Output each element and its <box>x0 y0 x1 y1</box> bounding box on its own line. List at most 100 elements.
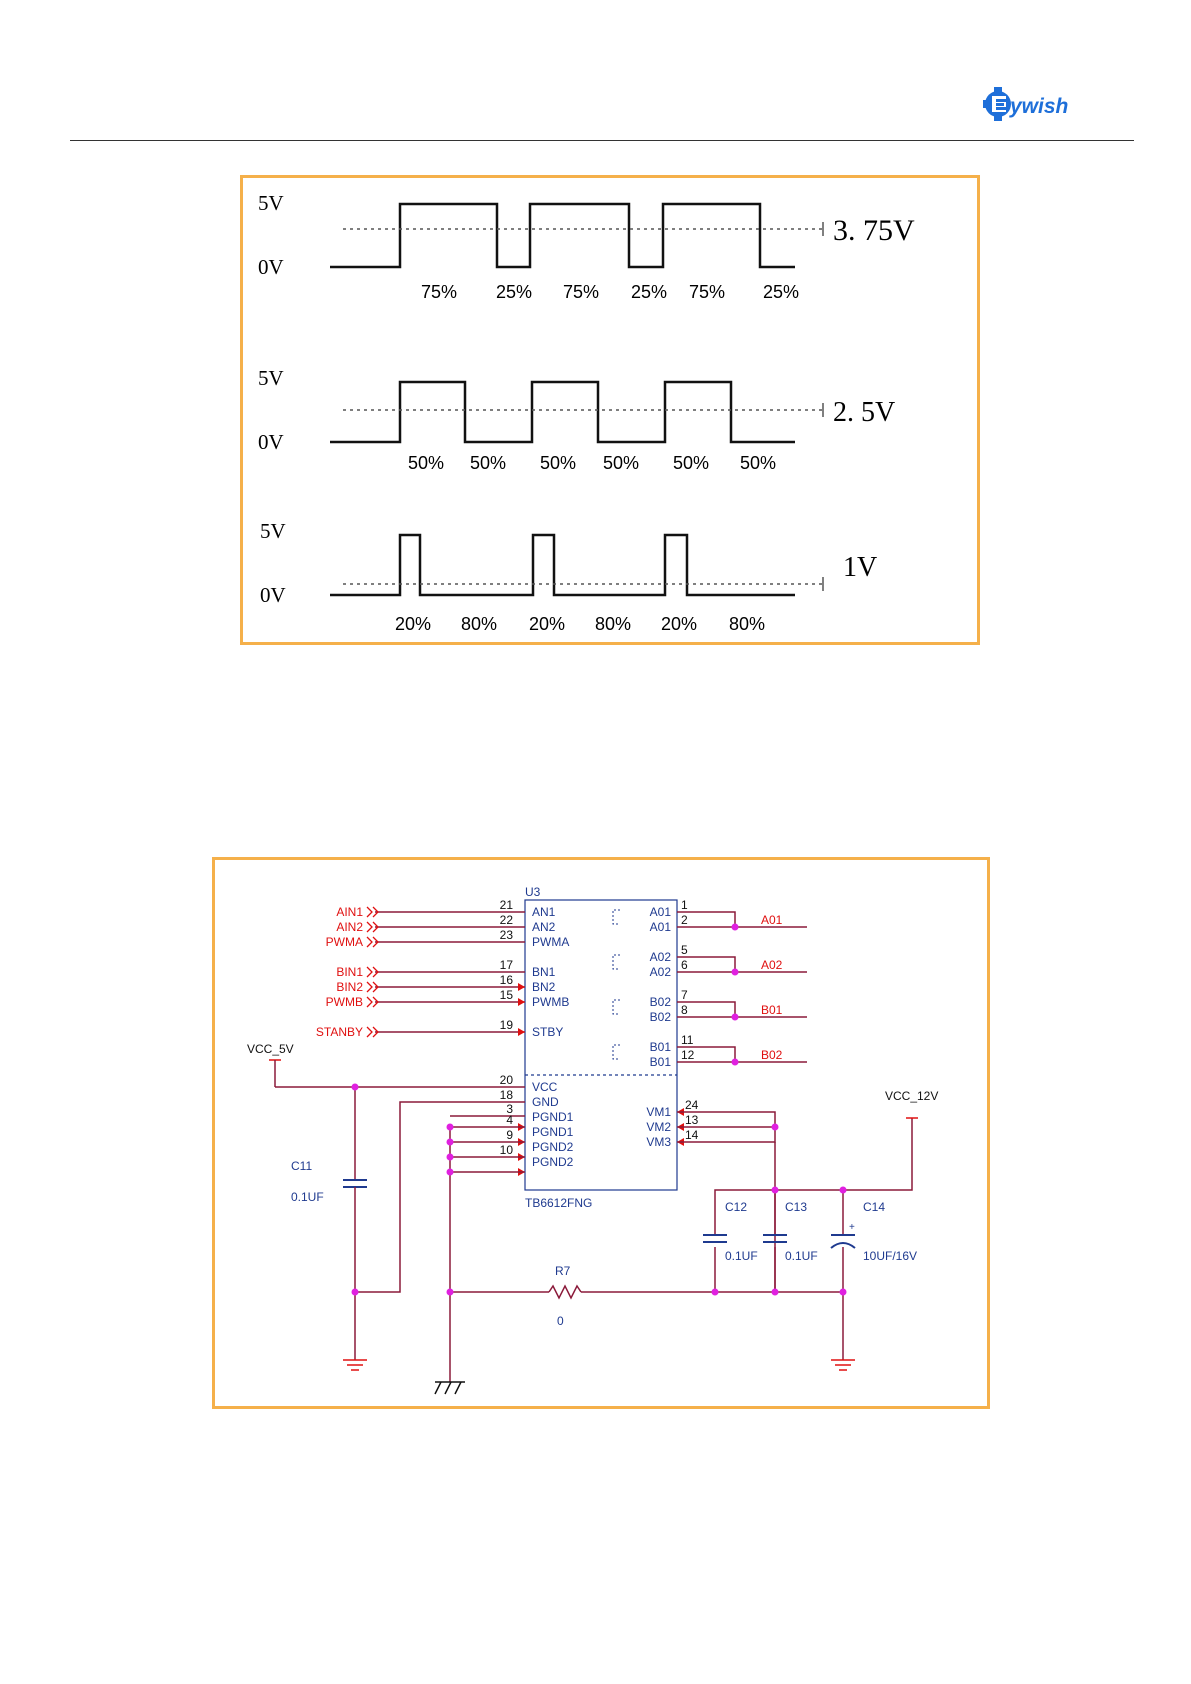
duty-label: 80% <box>729 614 765 634</box>
high-level-label: 5V <box>260 519 286 543</box>
ground-symbol-right <box>831 1359 855 1371</box>
c13-ref: C13 <box>785 1200 807 1214</box>
chassis-ground-symbol <box>434 1381 465 1395</box>
vm-supply-pins <box>677 1111 913 1360</box>
vcc12-label: VCC_12V <box>885 1089 938 1103</box>
r7-ref: R7 <box>555 1264 571 1278</box>
duty-label: 50% <box>540 453 576 473</box>
pin-name: A01 <box>650 920 672 934</box>
duty-label: 75% <box>689 282 725 302</box>
pin-name: AN1 <box>532 905 556 919</box>
pin-number: 3 <box>506 1102 513 1116</box>
pin-name: AN2 <box>532 920 556 934</box>
vcc5-supply: VCC_5V <box>247 1042 294 1087</box>
pin-number: 14 <box>685 1128 699 1142</box>
duty-label: 80% <box>595 614 631 634</box>
vcc12-supply: VCC_12V <box>885 1089 938 1119</box>
net-label: BIN1 <box>336 965 363 979</box>
pin-number: 4 <box>506 1113 513 1127</box>
pin-name: PWMB <box>532 995 569 1009</box>
pin-number: 6 <box>681 958 688 972</box>
c11-ref: C11 <box>291 1159 312 1173</box>
logo-text: ywish <box>1009 95 1068 118</box>
pin-name: A02 <box>650 965 672 979</box>
duty-label: 50% <box>408 453 444 473</box>
left-power-pins <box>275 1086 525 1382</box>
c11-value: 0.1UF <box>291 1190 324 1204</box>
pin-number: 12 <box>681 1048 695 1062</box>
c12-ref: C12 <box>725 1200 747 1214</box>
pin-number: 5 <box>681 943 688 957</box>
low-level-label: 0V <box>258 430 284 454</box>
pin-name: A01 <box>650 905 672 919</box>
net-label: PWMA <box>326 935 363 949</box>
c13-value: 0.1UF <box>785 1249 818 1263</box>
left-pin-names: AN1 AN2 PWMA BN1 BN2 PWMB STBY <box>532 905 569 1039</box>
internal-link-brackets <box>612 909 620 1060</box>
pwm-row-50: 5V 0V 2. 5V 50% 50% 50% 50% 50% 50% <box>258 366 895 473</box>
c14-ref: C14 <box>863 1200 885 1214</box>
duty-label: 25% <box>631 282 667 302</box>
pin-number: 7 <box>681 988 688 1002</box>
pin-number: 23 <box>500 928 514 942</box>
ground-symbol-left <box>343 1359 367 1371</box>
net-label: B01 <box>761 1003 783 1017</box>
pin-name: PGND1 <box>532 1125 574 1139</box>
net-label: AIN1 <box>336 905 363 919</box>
pin-number: 10 <box>500 1143 514 1157</box>
ic-part-label: TB6612FNG <box>525 1196 592 1210</box>
waveform-75 <box>330 202 795 269</box>
capacitor-c11: C11 0.1UF <box>291 1087 367 1360</box>
pin-name: B01 <box>650 1055 672 1069</box>
left-power-pin-names: VCC GND PGND1 PGND1 PGND2 PGND2 <box>532 1080 574 1169</box>
average-voltage: 1V <box>843 552 877 583</box>
duty-label: 50% <box>673 453 709 473</box>
pin-name: VM3 <box>646 1135 671 1149</box>
tb6612-schematic-figure: U3 TB6612FNG AIN1 AIN2 PWMA <box>212 857 990 1409</box>
vcc5-label: VCC_5V <box>247 1042 294 1056</box>
duty-label: 50% <box>470 453 506 473</box>
output-net-labels: A01 A02 B01 B02 <box>761 913 783 1062</box>
net-label: STANBY <box>316 1025 363 1039</box>
left-pin-numbers: 21 22 23 17 16 15 19 <box>500 898 514 1032</box>
pin-number: 18 <box>500 1088 514 1102</box>
pin-name: BN1 <box>532 965 556 979</box>
ic-u3: U3 TB6612FNG <box>524 885 678 1210</box>
duty-label: 80% <box>461 614 497 634</box>
pin-number: 11 <box>681 1033 694 1047</box>
pin-name: PGND2 <box>532 1140 574 1154</box>
high-level-label: 5V <box>258 366 284 390</box>
pin-name: PGND1 <box>532 1110 574 1124</box>
pin-name: B01 <box>650 1040 672 1054</box>
net-label: A01 <box>761 913 783 927</box>
pin-name: PWMA <box>532 935 569 949</box>
pin-name: VM1 <box>646 1105 671 1119</box>
pin-name: VCC <box>532 1080 558 1094</box>
high-level-label: 5V <box>258 191 284 215</box>
left-input-pins <box>375 911 525 1033</box>
capacitor-c12: C12 0.1UF <box>703 1200 758 1263</box>
pin-number: 15 <box>500 988 514 1002</box>
waveform-20 <box>330 533 795 597</box>
pin-name: A02 <box>650 950 672 964</box>
svg-text:+: + <box>849 1222 855 1233</box>
right-output-pins <box>677 911 807 1063</box>
net-label: PWMB <box>326 995 363 1009</box>
right-pin-numbers: 1 2 5 6 7 8 11 12 <box>681 898 695 1062</box>
waveform-50 <box>330 380 795 444</box>
duty-label: 20% <box>661 614 697 634</box>
pin-name: BN2 <box>532 980 556 994</box>
company-logo: ywish <box>978 82 1068 126</box>
resistor-r7: R7 0 <box>450 1264 808 1328</box>
pin-name: VM2 <box>646 1120 671 1134</box>
pin-number: 21 <box>500 898 514 912</box>
net-label: BIN2 <box>336 980 363 994</box>
left-power-pin-numbers: 20 18 3 4 9 10 <box>500 1073 514 1157</box>
pin-name: STBY <box>532 1025 563 1039</box>
duty-label: 50% <box>740 453 776 473</box>
pin-number: 22 <box>500 913 514 927</box>
pin-number: 13 <box>685 1113 699 1127</box>
input-net-labels: AIN1 AIN2 PWMA BIN1 BIN2 PWMB STANBY <box>316 905 363 1039</box>
pin-number: 19 <box>500 1018 514 1032</box>
pwm-row-20: 5V 0V 1V 20% 80% 20% 80% 20% 80% <box>260 519 877 634</box>
